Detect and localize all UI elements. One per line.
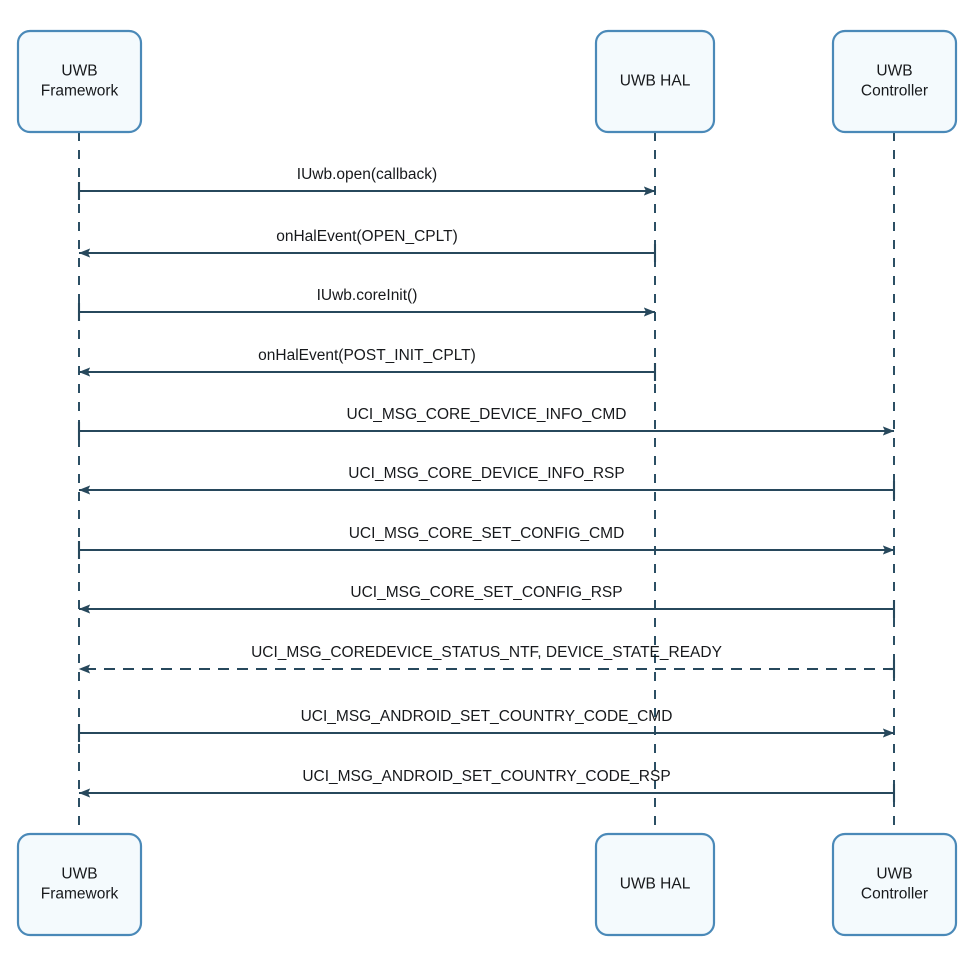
participant-box-uwb-hal-top[interactable]: UWB HAL	[594, 29, 716, 134]
participant-box-rect	[831, 29, 958, 134]
participant-box-uwb-controller-top[interactable]: UWB Controller	[831, 29, 958, 134]
message-label: UCI_MSG_ANDROID_SET_COUNTRY_CODE_RSP	[302, 768, 670, 785]
message-label: UCI_MSG_ANDROID_SET_COUNTRY_CODE_CMD	[301, 708, 673, 725]
messages-layer: IUwb.open(callback) onHalEvent(OPEN_CPLT)…	[77, 166, 896, 802]
participant-label-uwb-controller: UWB	[876, 63, 912, 80]
message-label: UCI_MSG_CORE_DEVICE_INFO_RSP	[348, 465, 625, 482]
participant-box-rect	[16, 29, 143, 134]
participant-label-uwb-framework: Framework	[41, 83, 119, 100]
message-label: IUwb.open(callback)	[297, 166, 437, 183]
participant-label-uwb-controller: Controller	[861, 886, 928, 903]
message-label: UCI_MSG_CORE_SET_CONFIG_RSP	[350, 584, 622, 601]
message-9[interactable]: UCI_MSG_ANDROID_SET_COUNTRY_CODE_CMD	[77, 708, 895, 742]
participant-label-uwb-controller: Controller	[861, 83, 928, 100]
participant-box-rect	[594, 29, 716, 134]
message-label: IUwb.coreInit()	[317, 287, 418, 304]
message-10[interactable]: UCI_MSG_ANDROID_SET_COUNTRY_CODE_RSP	[78, 768, 896, 802]
lifelines-layer	[78, 132, 895, 834]
message-label: UCI_MSG_COREDEVICE_STATUS_NTF, DEVICE_ST…	[251, 644, 722, 661]
participant-box-uwb-controller-bottom[interactable]: UWB Controller	[831, 832, 958, 937]
participant-box-rect	[16, 832, 143, 937]
message-7[interactable]: UCI_MSG_CORE_SET_CONFIG_RSP	[78, 584, 896, 618]
participant-box-rect	[831, 832, 958, 937]
participant-label-uwb-framework: UWB	[61, 866, 97, 883]
participant-label-uwb-controller: UWB	[876, 866, 912, 883]
message-8[interactable]: UCI_MSG_COREDEVICE_STATUS_NTF, DEVICE_ST…	[78, 644, 896, 678]
message-label: UCI_MSG_CORE_DEVICE_INFO_CMD	[347, 406, 627, 423]
message-1[interactable]: onHalEvent(OPEN_CPLT)	[78, 228, 657, 262]
message-label: onHalEvent(OPEN_CPLT)	[276, 228, 457, 245]
message-label: UCI_MSG_CORE_SET_CONFIG_CMD	[349, 525, 625, 542]
message-2[interactable]: IUwb.coreInit()	[77, 287, 656, 321]
message-0[interactable]: IUwb.open(callback)	[77, 166, 656, 200]
message-5[interactable]: UCI_MSG_CORE_DEVICE_INFO_RSP	[78, 465, 896, 499]
participant-label-uwb-framework: UWB	[61, 63, 97, 80]
message-3[interactable]: onHalEvent(POST_INIT_CPLT)	[78, 347, 657, 381]
participant-label-uwb-hal: UWB HAL	[620, 73, 691, 90]
participant-box-uwb-hal-bottom[interactable]: UWB HAL	[594, 832, 716, 937]
participant-box-uwb-framework-top[interactable]: UWB Framework	[16, 29, 143, 134]
participant-box-rect	[594, 832, 716, 937]
participant-label-uwb-framework: Framework	[41, 886, 119, 903]
message-label: onHalEvent(POST_INIT_CPLT)	[258, 347, 476, 364]
participant-box-uwb-framework-bottom[interactable]: UWB Framework	[16, 832, 143, 937]
message-6[interactable]: UCI_MSG_CORE_SET_CONFIG_CMD	[77, 525, 895, 559]
message-4[interactable]: UCI_MSG_CORE_DEVICE_INFO_CMD	[77, 406, 895, 440]
participant-label-uwb-hal: UWB HAL	[620, 876, 691, 893]
